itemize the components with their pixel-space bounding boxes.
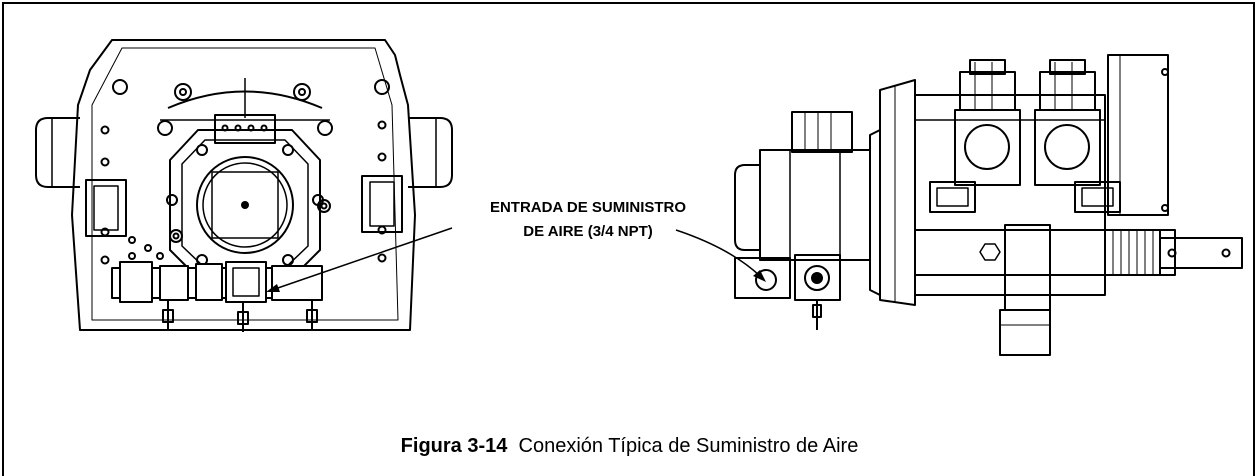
arrowhead-side	[753, 270, 766, 282]
leader-line-front	[271, 227, 453, 291]
air-supply-inlet-callout: ENTRADA DE SUMINISTRO DE AIRE (3/4 NPT)	[448, 196, 728, 244]
figure-title: Conexión Típica de Suministro de Aire	[518, 435, 859, 457]
side-view-actuator	[734, 54, 1243, 356]
callout-line-2: DE AIRE (3/4 NPT)	[523, 223, 653, 240]
figure-number: Figura 3-14	[400, 435, 508, 457]
front-view-actuator	[35, 39, 453, 332]
figure-caption: Figura 3-14 Conexión Típica de Suministr…	[0, 435, 1259, 458]
leader-line-side	[675, 229, 761, 277]
arrowhead-front	[266, 284, 280, 292]
callout-line-1: ENTRADA DE SUMINISTRO	[489, 199, 687, 216]
callout-leader-lines	[266, 227, 766, 292]
